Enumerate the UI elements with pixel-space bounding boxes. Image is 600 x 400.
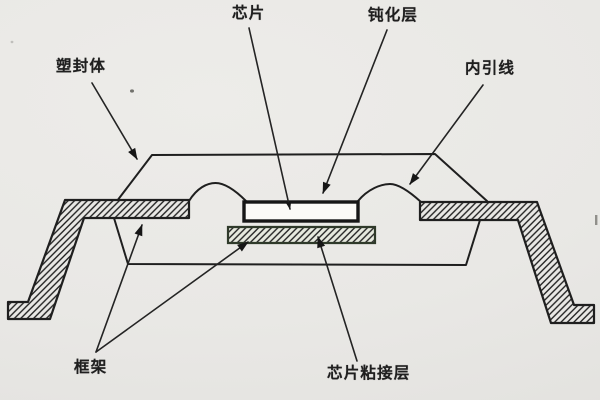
bond-wire-right	[357, 182, 422, 203]
label-passivation: 钝化层	[368, 7, 419, 24]
label-inner-lead: 内引线	[465, 60, 516, 77]
label-chip: 芯片	[232, 5, 266, 22]
scan-speck-faint	[10, 40, 14, 44]
label-frame: 框架	[74, 359, 108, 376]
scan-speck	[130, 89, 134, 93]
die-attach-layer	[226, 225, 377, 245]
frame-arrow-to-lead	[95, 224, 143, 353]
die-attach-arrow	[317, 236, 358, 362]
bond-wire-left	[188, 181, 247, 202]
right-lead	[418, 200, 596, 325]
chip-arrow	[248, 27, 292, 210]
label-mold-body: 塑封体	[56, 58, 107, 75]
passivation-arrow	[322, 29, 388, 194]
scan-speck-edge	[595, 215, 598, 225]
label-die-attach: 芯片粘接层	[327, 365, 411, 382]
inner-lead-arrow	[409, 84, 484, 185]
chip-body	[242, 200, 360, 223]
mold-body-arrow	[91, 82, 138, 160]
left-lead	[6, 198, 191, 321]
frame-arrow-to-pad	[95, 241, 249, 353]
